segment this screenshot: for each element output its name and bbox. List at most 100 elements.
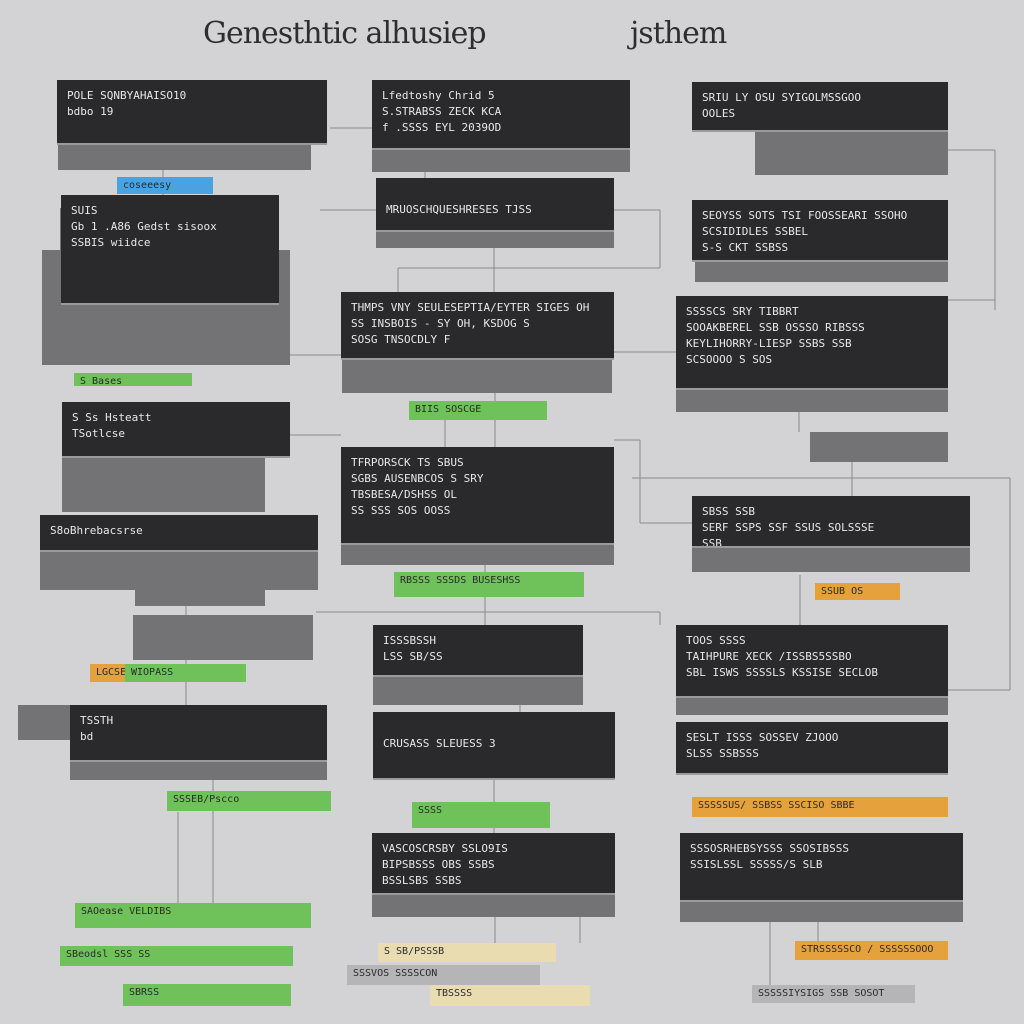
diagram-node[interactable]: Lfedtoshy Chrid 5 S.STRABSS ZECK KCA f .S… xyxy=(372,80,630,150)
node-label-tag: STRSSSSSCO / SSSSSSOOO xyxy=(795,941,948,960)
diagram-node[interactable]: VASCOSCRSBY SSLO9IS BIPSBSSS OBS SSBS BS… xyxy=(372,833,615,895)
node-label-tag: SBRSS xyxy=(123,984,291,1006)
node-text: SUIS xyxy=(71,204,98,217)
node-text: SSSOSRHEBSYSSS SSOSIBSSS xyxy=(690,842,849,855)
node-label-tag: RBSSS SSSDS BUSESHSS xyxy=(394,572,584,597)
node-text xyxy=(383,720,605,736)
node-text: SSISLSSL SSSSS/S SLB xyxy=(690,858,823,871)
node-label-tag: WIOPASS xyxy=(125,664,246,682)
block-shadow xyxy=(62,458,265,512)
diagram-node[interactable]: POLE SQNBYAHAISO10 bdbo 19 xyxy=(57,80,327,145)
node-text: TAIHPURE XECK /ISSBS5SSBO xyxy=(686,650,852,663)
node-label-tag: SSSEB/Pscco xyxy=(167,791,331,811)
block-shadow xyxy=(341,545,614,565)
node-label-tag: SSSSSIYSIGS SSB SOSOT xyxy=(752,985,915,1003)
diagram-title: Genesthtic alhusiep xyxy=(203,16,487,51)
diagram-node[interactable]: ISSSBSSH LSS SB/SS xyxy=(373,625,583,677)
node-label-tag: SBeodsl SSS SS xyxy=(60,946,293,966)
block-shadow xyxy=(70,762,327,780)
diagram-node[interactable]: MRUOSCHQUESHRESES TJSS xyxy=(376,178,614,232)
node-text: Gb 1 .A86 Gedst sisoox xyxy=(71,220,217,233)
node-text: SSB xyxy=(702,537,722,548)
node-text: POLE SQNBYAHAISO10 xyxy=(67,89,187,102)
diagram-node[interactable]: SESLT ISSS SOSSEV ZJOOO SLSS SSBSSS xyxy=(676,722,948,775)
node-text: SRIU LY OSU SYIGOLMSSGOO xyxy=(702,91,861,104)
diagram-node[interactable]: TSSTH bd xyxy=(70,705,327,762)
node-text: BSSLSBS SSBS xyxy=(382,874,462,887)
block-shadow xyxy=(676,698,948,715)
node-text: TBSBESA/DSHSS OL xyxy=(351,488,457,501)
node-text: SS INSBOIS - SY OH, KSDOG S xyxy=(351,317,530,330)
block-shadow xyxy=(342,360,612,393)
diagram-node[interactable]: SSSOSRHEBSYSSS SSOSIBSSS SSISLSSL SSSSS/… xyxy=(680,833,963,902)
node-text: SOSG TNSOCDLY F xyxy=(351,333,451,346)
node-text: SOOAKBEREL SSB OSSSO RIBSSS xyxy=(686,321,865,334)
block-shadow xyxy=(135,590,265,606)
diagram-node[interactable]: S8oBhrebacsrse xyxy=(40,515,318,552)
node-text: LSS SB/SS xyxy=(383,650,443,663)
diagram-subtitle: jsthem xyxy=(630,16,727,51)
node-text: TFRPORSCK TS SBUS xyxy=(351,456,464,469)
node-text: ISSSBSSH xyxy=(383,634,436,647)
block-shadow xyxy=(695,262,948,282)
node-text: SCSOOOO S SOS xyxy=(686,353,773,366)
diagram-node[interactable]: SRIU LY OSU SYIGOLMSSGOO OOLES xyxy=(692,82,948,132)
block-shadow xyxy=(692,548,970,572)
diagram-node[interactable]: TFRPORSCK TS SBUS SGBS AUSENBCOS S SRY T… xyxy=(341,447,614,545)
node-text: SSSSCS SRY TIBBRT xyxy=(686,305,799,318)
node-text: CRUSASS SLEUESS 3 xyxy=(383,737,496,750)
block-shadow xyxy=(376,232,614,248)
node-text: SESLT ISSS SOSSEV ZJOOO xyxy=(686,731,839,744)
node-text: KEYLIHORRY-LIESP SSBS SSB xyxy=(686,337,852,350)
diagram-node[interactable]: THMPS VNY SEULESEPTIA/EYTER SIGES OH SS … xyxy=(341,292,614,360)
node-text: S-S CKT SSBSS xyxy=(702,241,789,254)
node-text: THMPS VNY SEULESEPTIA/EYTER SIGES OH xyxy=(351,301,590,314)
block-shadow xyxy=(58,145,311,170)
diagram-node[interactable]: S Ss Hsteatt TSotlcse xyxy=(62,402,290,458)
block-shadow xyxy=(40,552,318,590)
node-text: S8oBhrebacsrse xyxy=(50,524,143,537)
node-text: SEOYSS SOTS TSI FOOSSEARI SSOHO xyxy=(702,209,908,222)
block-shadow xyxy=(18,705,70,740)
node-text: Lfedtoshy Chrid 5 xyxy=(382,89,495,102)
node-text: BIPSBSSS OBS SSBS xyxy=(382,858,495,871)
node-text xyxy=(386,186,604,202)
node-text: f .SSSS EYL 2039OD xyxy=(382,121,502,134)
block-shadow xyxy=(133,615,313,660)
node-label-tag: LGCSE xyxy=(90,664,125,682)
node-text: S.STRABSS ZECK KCA xyxy=(382,105,502,118)
node-text: S Ss Hsteatt xyxy=(72,411,152,424)
node-text: SSBIS wiidce xyxy=(71,236,151,249)
node-text: bdbo 19 xyxy=(67,105,114,118)
node-text: VASCOSCRSBY SSLO9IS xyxy=(382,842,508,855)
diagram-node[interactable]: CRUSASS SLEUESS 3 xyxy=(373,712,615,780)
node-text: TSSTH xyxy=(80,714,114,727)
node-label-tag: TBSSSS xyxy=(430,985,590,1006)
block-shadow xyxy=(372,150,630,172)
node-label-tag: SSUB OS xyxy=(815,583,900,600)
node-text: SGBS AUSENBCOS S SRY xyxy=(351,472,484,485)
node-text: SS SSS SOS OOSS xyxy=(351,504,451,517)
diagram-node[interactable]: SBSS SSB SERF SSPS SSF SSUS SOLSSSE SSB xyxy=(692,496,970,548)
diagram-node[interactable]: SEOYSS SOTS TSI FOOSSEARI SSOHO SCSIDIDLE… xyxy=(692,200,948,262)
block-shadow xyxy=(676,390,948,412)
node-label-tag: SSSVOS SSSSCON xyxy=(347,965,540,985)
node-text: SBSS SSB xyxy=(702,505,755,518)
block-shadow xyxy=(755,132,948,175)
node-text: SCSIDIDLES SSBEL xyxy=(702,225,808,238)
node-text: TSotlcse xyxy=(72,427,125,440)
node-text: SBL ISWS SSSSLS KSSISE SECLOB xyxy=(686,666,879,679)
block-shadow xyxy=(373,677,583,705)
diagram-node[interactable]: SUIS Gb 1 .A86 Gedst sisoox SSBIS wiidce xyxy=(61,195,279,305)
node-text: SERF SSPS SSF SSUS SOLSSSE xyxy=(702,521,875,534)
node-text: bd xyxy=(80,730,94,743)
node-text: MRUOSCHQUESHRESES TJSS xyxy=(386,203,532,216)
node-label-tag: SSSSSUS/ SSBSS SSCISO SBBE xyxy=(692,797,948,817)
node-label-tag: BIIS SOSCGE xyxy=(409,401,547,420)
node-label-tag: SSSS xyxy=(412,802,550,828)
node-text: OOLES xyxy=(702,107,736,120)
diagram-node[interactable]: TOOS SSSS TAIHPURE XECK /ISSBS5SSBO SBL IS… xyxy=(676,625,948,698)
diagram-node[interactable]: SSSSCS SRY TIBBRT SOOAKBEREL SSB OSSSO RI… xyxy=(676,296,948,390)
node-text: TOOS SSSS xyxy=(686,634,746,647)
node-label-tag: S Bases xyxy=(74,373,192,386)
